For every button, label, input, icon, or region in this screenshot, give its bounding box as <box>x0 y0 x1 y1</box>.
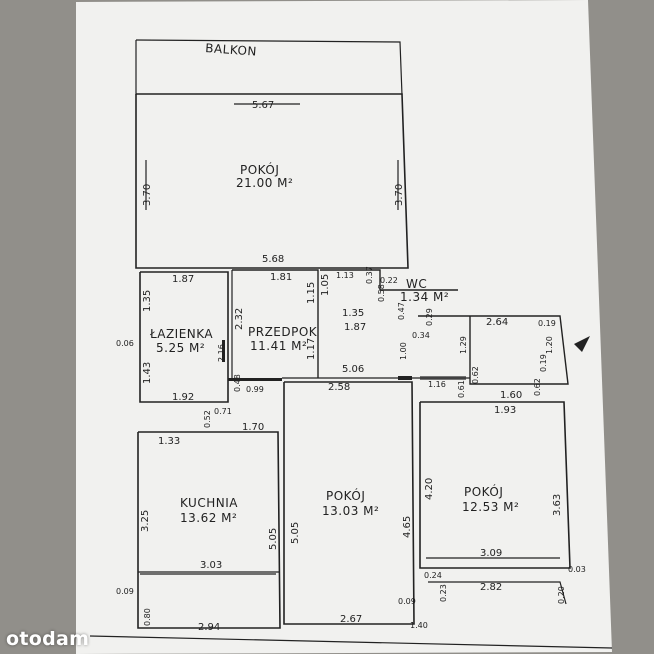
right-room-name: POKÓJ <box>464 484 503 499</box>
dim-right-g: 1.60 <box>500 390 522 401</box>
dim-right-f: 0.61 <box>457 380 466 398</box>
dim-hall-door-a: 0.48 <box>233 374 242 392</box>
dim-mid-bottom: 2.67 <box>340 614 362 625</box>
middle-room-walls <box>283 381 415 625</box>
dim-wc-f: 0.34 <box>412 331 430 340</box>
dim-right-e: 0.62 <box>471 366 480 384</box>
dim-kitchen-low-b: 0.80 <box>143 608 152 626</box>
dim-kitchen-top-b: 0.71 <box>214 407 232 416</box>
paper-sheet <box>76 0 612 654</box>
dim-hall-mid: 1.87 <box>344 322 366 333</box>
dim-rr-low-c: 0.03 <box>568 565 586 574</box>
bathroom-name: ŁAZIENKA <box>149 327 213 341</box>
balcony-label: BALKON <box>205 41 258 59</box>
dim-right-i: 1.93 <box>494 405 516 416</box>
dim-mid-left: 5.05 <box>290 522 301 544</box>
dim-hall-corr-a: 1.35 <box>342 308 364 319</box>
dim-bath-left-upper: 1.35 <box>142 290 153 312</box>
north-arrow-icon <box>574 336 590 352</box>
dim-bath-ext: 0.06 <box>116 339 134 348</box>
dim-wc-top: 1.13 <box>336 271 354 280</box>
dim-rr-width: 3.09 <box>480 548 502 559</box>
dim-bath-bottom: 1.92 <box>172 392 194 403</box>
living-room-area: 21.00 M² <box>236 176 293 190</box>
dim-kitchen-top-d: 1.33 <box>158 436 180 447</box>
dim-living-bottom: 5.68 <box>262 254 284 265</box>
dim-corridor-mid: 2.58 <box>328 382 350 393</box>
dim-wc-e: 0.29 <box>425 308 434 326</box>
dim-corridor-v: 1.00 <box>399 342 408 360</box>
dim-corridor-long: 5.06 <box>342 364 364 375</box>
dim-corridor-r: 1.16 <box>428 380 446 389</box>
dim-living-left: 3.70 <box>142 184 153 206</box>
dim-bath-inner: 2.16 <box>217 344 226 362</box>
door-marks <box>222 336 590 381</box>
dim-rr-bottom: 2.82 <box>480 582 502 593</box>
wc-name: WC <box>406 277 427 291</box>
dim-wc-d: 0.47 <box>397 302 406 320</box>
dim-hall-corr-b: 1.05 <box>320 274 331 296</box>
dim-rr-low-a: 0.24 <box>424 571 442 580</box>
dim-kitchen-bottom: 2.94 <box>198 622 220 633</box>
dim-hall-left: 2.32 <box>234 308 245 330</box>
dim-bath-top: 1.87 <box>172 274 194 285</box>
watermark-logo: otodam <box>6 628 90 650</box>
dim-right-top: 2.64 <box>486 317 508 328</box>
living-room-name: POKÓJ <box>240 162 279 177</box>
dim-wc-c: 0.58 <box>377 284 386 302</box>
middle-room-name: POKÓJ <box>326 488 365 503</box>
dim-kitchen-low-a: 0.09 <box>116 587 134 596</box>
dim-living-top: 5.67 <box>252 100 274 111</box>
kitchen-area: 13.62 M² <box>180 511 237 525</box>
dim-right-h: 0.62 <box>533 378 542 396</box>
dim-right-a: 0.19 <box>538 319 556 328</box>
walls <box>89 39 613 649</box>
middle-room-area: 13.03 M² <box>322 504 379 518</box>
wc-area: 1.34 M² <box>400 290 449 304</box>
hall-area: 11.41 M² <box>250 339 307 353</box>
dim-right-d: 0.19 <box>539 354 548 372</box>
dim-right-c: 1.20 <box>545 336 554 354</box>
dim-kitchen-left: 3.25 <box>140 510 151 532</box>
right-room-area: 12.53 M² <box>462 500 519 514</box>
dim-hall-right-upper: 1.15 <box>306 282 317 304</box>
dim-kitchen-width: 3.03 <box>200 560 222 571</box>
dim-rr-left: 4.20 <box>424 478 435 500</box>
dim-wc-a: 0.37 <box>365 266 374 284</box>
dim-mid-right: 4.65 <box>402 516 413 538</box>
bottom-border-line <box>89 635 613 649</box>
right-room-walls <box>419 401 571 569</box>
right-room-lower-edge <box>428 581 567 605</box>
dim-rr-right: 3.63 <box>552 494 563 516</box>
dim-mid-low-b: 1.40 <box>410 621 428 630</box>
dim-rr-low-b: 0.23 <box>439 584 448 602</box>
hall-name: PRZEDPOK <box>248 325 318 339</box>
dim-kitchen-top-a: 0.52 <box>203 410 212 428</box>
bathroom-area: 5.25 M² <box>156 341 205 355</box>
dim-hall-door-b: 0.99 <box>246 385 264 394</box>
dim-kitchen-right: 5.05 <box>268 528 279 550</box>
right-block-walls <box>418 315 569 385</box>
kitchen-name: KUCHNIA <box>180 496 238 510</box>
hall-walls <box>232 269 319 378</box>
bathroom-walls <box>139 271 229 403</box>
dim-kitchen-top-c: 1.70 <box>242 422 264 433</box>
dim-bath-left-lower: 1.43 <box>142 362 153 384</box>
balcony-outline <box>135 39 403 96</box>
wc-walls <box>320 269 458 291</box>
kitchen-walls <box>137 431 281 629</box>
dim-hall-right-lower: 1.17 <box>306 338 317 360</box>
dim-right-b: 1.29 <box>459 336 468 354</box>
dim-wc-b: 0.22 <box>380 276 398 285</box>
dim-rr-low-d: 0.20 <box>557 586 566 604</box>
dim-living-right: 3.70 <box>394 184 405 206</box>
dim-hall-top: 1.81 <box>270 272 292 283</box>
dim-mid-low-a: 0.09 <box>398 597 416 606</box>
living-room-walls <box>135 93 409 269</box>
